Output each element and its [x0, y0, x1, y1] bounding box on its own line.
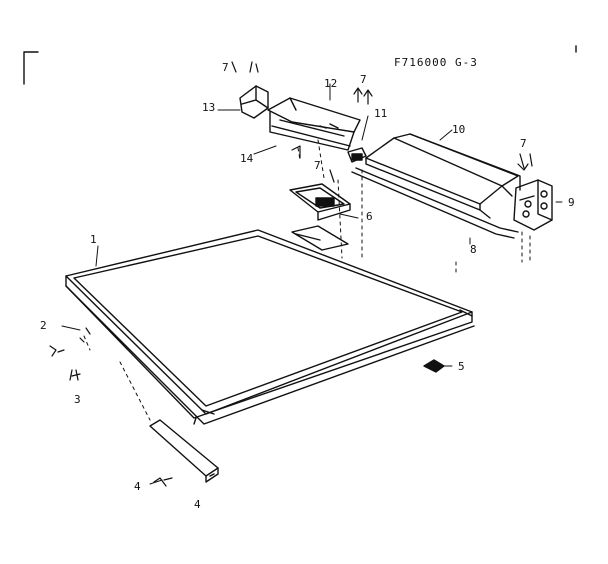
arrows [329, 87, 533, 183]
callout-7b: 7 [360, 73, 367, 86]
callout-8: 8 [470, 243, 477, 256]
callout-7d: 7 [520, 137, 527, 150]
diagram-code: F716000 G-3 [394, 56, 478, 69]
callout-11: 11 [374, 107, 388, 120]
callout-2: 2 [40, 319, 47, 332]
console-bar [351, 133, 521, 239]
callout-14: 14 [240, 152, 254, 165]
callout-leaders [61, 83, 563, 485]
callout-7a: 7 [222, 61, 229, 74]
end-cap [513, 179, 553, 231]
knob [239, 85, 269, 119]
callout-13: 13 [202, 101, 216, 114]
callout-6: 6 [366, 210, 373, 223]
crop-mark [23, 51, 39, 85]
hardware-glyphs [49, 61, 301, 487]
callout-10: 10 [452, 123, 466, 136]
callout-9: 9 [568, 196, 575, 209]
callout-12: 12 [324, 77, 338, 90]
callout-1: 1 [90, 233, 97, 246]
clip [347, 147, 367, 163]
control-housing [267, 97, 361, 151]
top-panel [65, 225, 475, 425]
callout-4: 4 [134, 480, 141, 493]
callout-5: 5 [458, 360, 465, 373]
callout-3: 3 [74, 393, 81, 406]
leader-lines [83, 139, 531, 421]
callout-4b: 4 [194, 498, 201, 511]
front-strip [149, 419, 219, 483]
callout-7c: 7 [314, 159, 321, 172]
small-block [423, 359, 445, 373]
bracket-plate [289, 183, 351, 221]
